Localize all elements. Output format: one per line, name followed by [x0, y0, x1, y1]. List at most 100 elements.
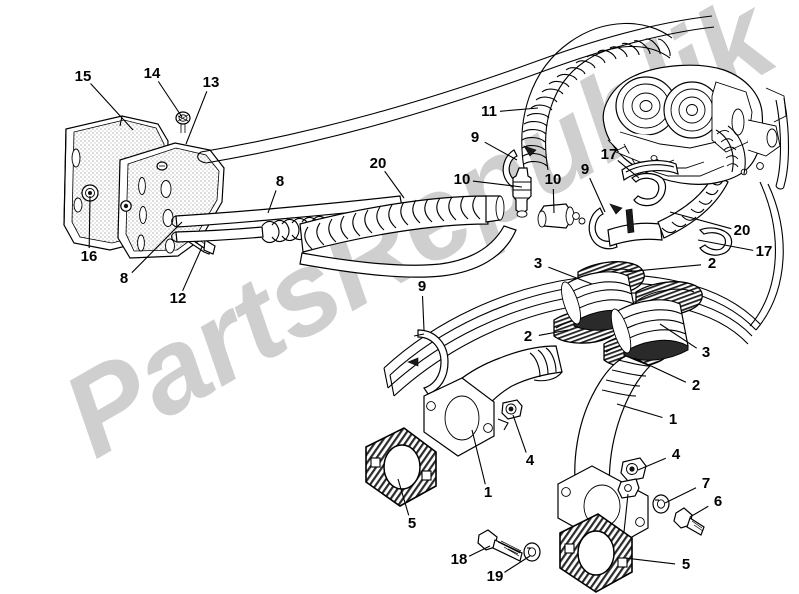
right-long-hose-2 — [749, 181, 776, 327]
callout-9: 9 — [418, 278, 426, 331]
long-hose-upper — [200, 15, 713, 153]
callout-number: 2 — [524, 328, 532, 345]
callout-3: 3 — [659, 323, 710, 361]
callout-number: 12 — [170, 290, 187, 307]
coiled-hose-20-end — [495, 195, 505, 221]
callout-13: 13 — [185, 74, 219, 145]
callout-leader-9 — [484, 141, 518, 161]
hose-8b-tube — [175, 226, 264, 243]
callout-number: 8 — [276, 173, 284, 190]
rear-bracket-slot-1 — [71, 148, 81, 168]
callout-leader-10 — [552, 188, 555, 214]
callout-number: 1 — [669, 411, 677, 428]
callout-leader-1 — [471, 429, 486, 485]
callout-number: 2 — [708, 255, 716, 272]
callout-leader-6 — [689, 505, 709, 518]
callout-leader-14 — [157, 81, 183, 118]
rear-bracket-hole-1 — [73, 197, 83, 213]
callout-number: 17 — [756, 243, 773, 260]
callout-number: 20 — [370, 155, 387, 172]
callout-leader-2 — [624, 264, 702, 273]
screw-14b — [156, 161, 168, 171]
manifold-rubber-3-right — [610, 299, 689, 361]
hose-group — [171, 15, 761, 397]
front-bracket-slot-c — [137, 234, 145, 252]
right-long-hose — [755, 183, 784, 331]
nut-4-right — [620, 457, 647, 482]
callout-leader-9 — [589, 177, 606, 213]
callout-9: 9 — [581, 161, 606, 213]
manifold-left-bore — [444, 395, 480, 441]
callout-20: 20 — [370, 155, 405, 199]
callout-2: 2 — [524, 328, 569, 345]
callout-number: 18 — [451, 551, 468, 568]
clamp-9-lower — [407, 329, 449, 395]
callout-12: 12 — [170, 246, 203, 307]
callout-8: 8 — [120, 221, 183, 287]
coiled-hose-20b — [657, 173, 729, 239]
callout-15: 15 — [75, 68, 134, 131]
callout-number: 20 — [734, 222, 751, 239]
callout-14: 14 — [144, 65, 183, 118]
nut-4-left — [497, 399, 523, 431]
callout-8: 8 — [267, 173, 284, 214]
callout-leader-3 — [548, 266, 593, 285]
right-edge-hose-a — [783, 97, 790, 187]
front-bracket-slot-a — [138, 177, 146, 195]
hose-8b-endcap — [171, 231, 178, 243]
callout-number: 16 — [81, 248, 98, 265]
callout-7: 7 — [664, 475, 710, 504]
callout-leader-5 — [397, 478, 410, 516]
callout-20: 20 — [669, 211, 751, 239]
callout-17: 17 — [601, 146, 640, 179]
callout-number: 9 — [418, 278, 426, 295]
callout-number: 2 — [692, 377, 700, 394]
callout-number: 17 — [601, 146, 618, 163]
callout-leader-7 — [664, 487, 697, 504]
callout-leader-8 — [131, 221, 183, 274]
callout-number: 9 — [471, 129, 479, 146]
callout-9: 9 — [471, 129, 518, 161]
hose-8-endcap — [171, 215, 178, 228]
callout-number: 3 — [534, 255, 542, 272]
callout-leader-4 — [637, 457, 666, 471]
callout-1: 1 — [471, 429, 492, 501]
callout-10: 10 — [454, 171, 523, 188]
bush-grommet-16 — [81, 184, 99, 202]
callout-number: 3 — [702, 344, 710, 361]
callout-2: 2 — [624, 255, 716, 273]
stud-bush-right — [617, 478, 640, 533]
washer-7 — [652, 494, 670, 514]
manifold-left-1 — [423, 345, 563, 457]
callout-number: 19 — [487, 568, 504, 585]
callout-number: 5 — [682, 556, 690, 573]
screw-14 — [175, 111, 191, 133]
spiral-hose-11 — [521, 22, 673, 171]
carb-coil-right — [715, 125, 746, 175]
callout-leader-12 — [182, 246, 203, 292]
callout-number: 7 — [702, 475, 710, 492]
callout-number: 15 — [75, 68, 92, 85]
washer-19 — [523, 542, 541, 562]
carburettor-body — [602, 64, 787, 185]
callout-number: 10 — [545, 171, 562, 188]
lower-hose-tip-b — [389, 374, 395, 397]
rubber-17a — [631, 172, 667, 207]
callout-leader-2 — [633, 357, 687, 383]
drop-hose — [299, 225, 517, 278]
carb-elbow-stud — [625, 208, 635, 234]
callout-leader-19 — [504, 555, 531, 573]
front-bracket-hole-a — [160, 180, 172, 198]
clamps-and-rubbers — [553, 261, 703, 368]
callout-leader-17 — [617, 160, 640, 179]
callout-number: 8 — [120, 270, 128, 287]
coiled-hose-20 — [299, 195, 505, 253]
gasket-5-right — [559, 513, 633, 593]
callout-number: 10 — [454, 171, 471, 188]
callout-2: 2 — [633, 357, 700, 394]
callout-leader-15 — [90, 83, 134, 131]
carburettor-area — [502, 22, 790, 331]
callout-leader-13 — [185, 91, 208, 145]
